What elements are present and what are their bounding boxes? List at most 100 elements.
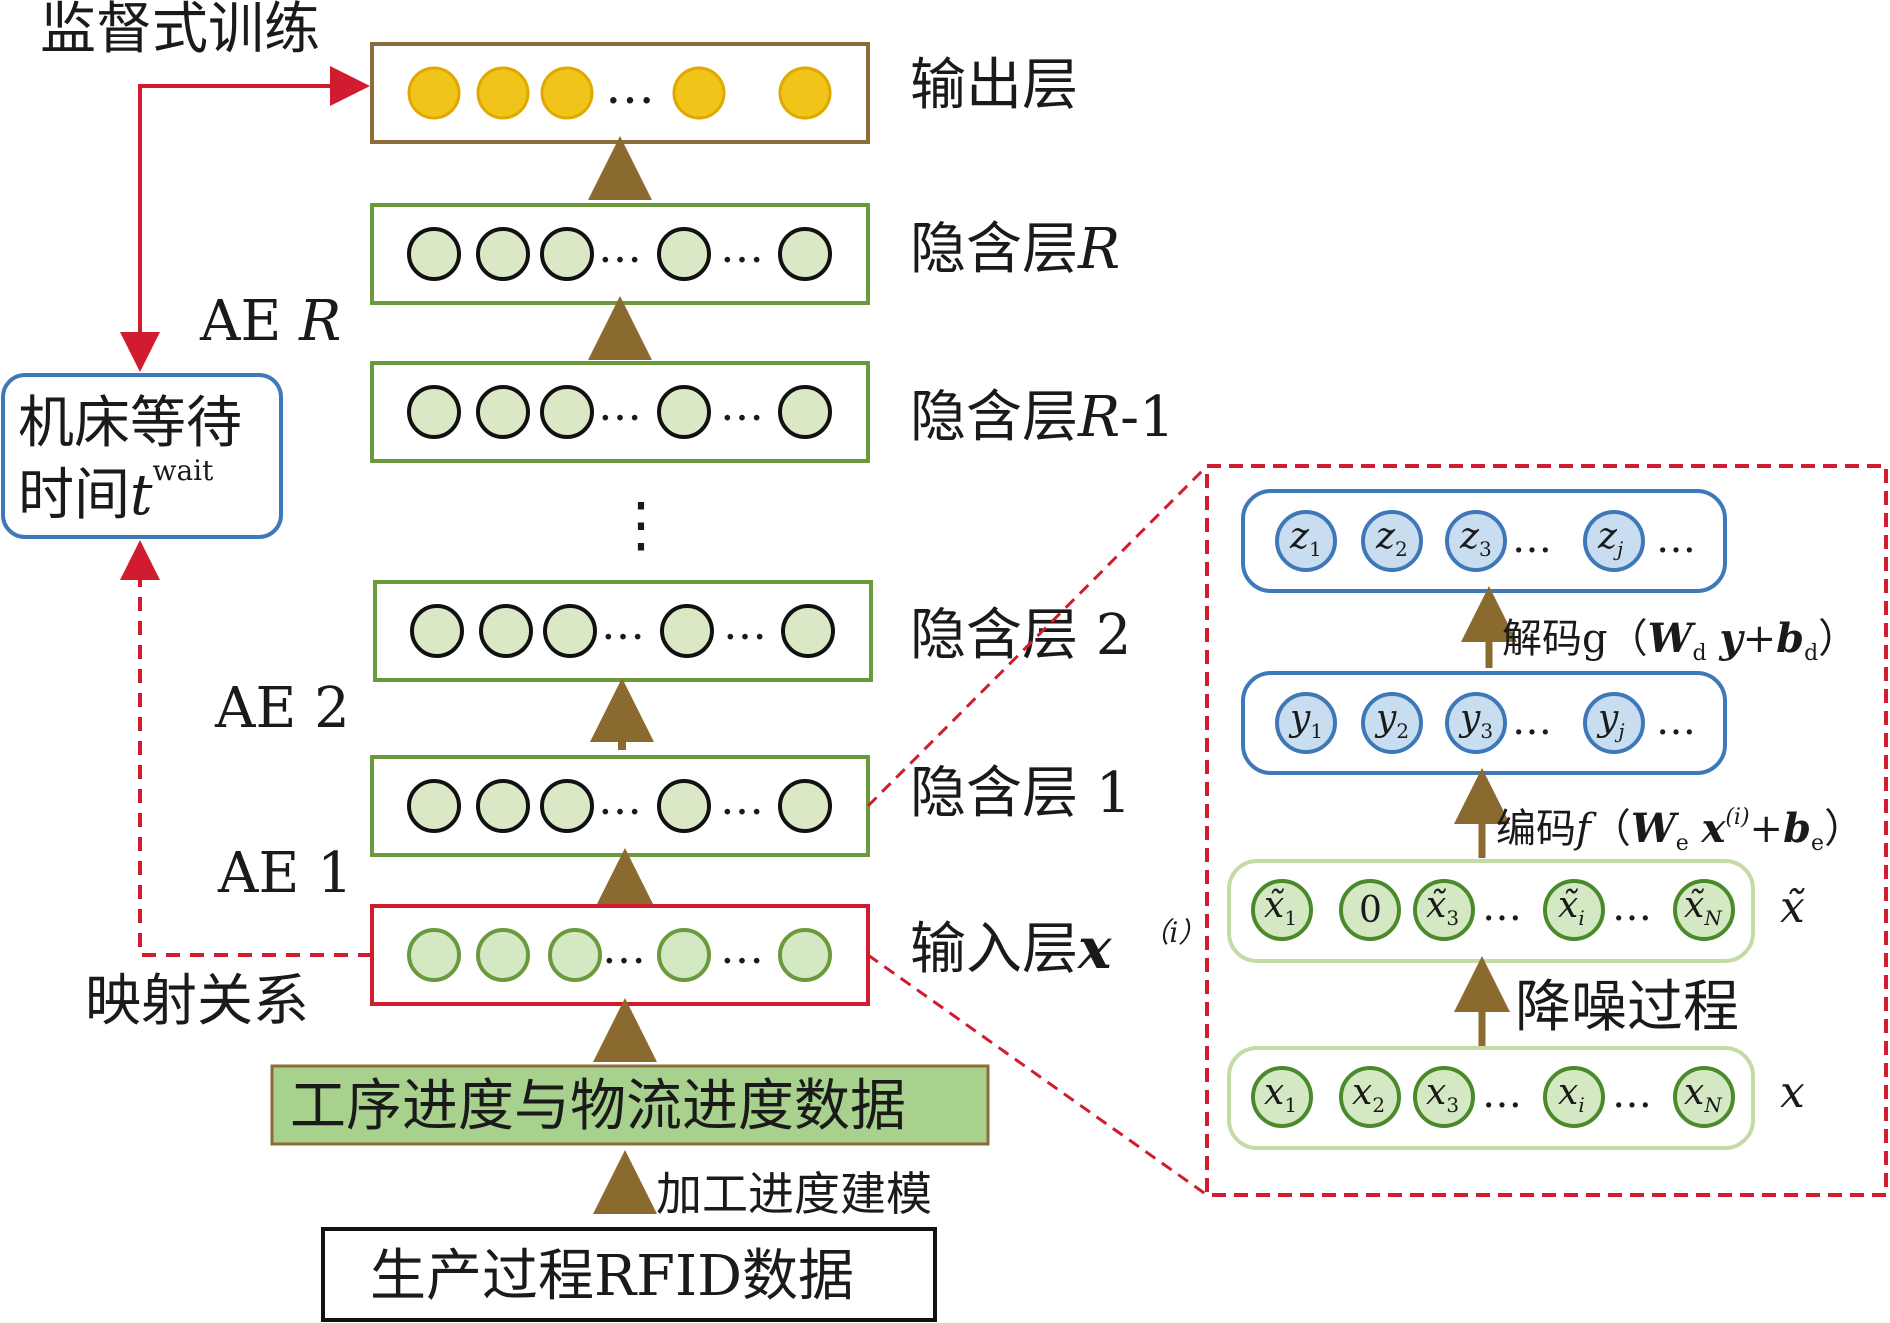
x-node-label: x1 [1264,1072,1297,1117]
x-node [1543,1066,1605,1128]
x-node-label: xN [1684,1072,1723,1117]
input-node [407,928,461,982]
zoom-line-bottom [867,953,1208,1197]
hidden-node [540,385,594,439]
ellipsis: … [720,923,764,974]
x-node [1339,1066,1401,1128]
z-nodes [1275,510,1645,572]
zoom-line-top [866,464,1209,808]
wait-time-line2: 时间twait [18,454,214,528]
ellipsis: … [598,380,642,431]
x-tilde-node-label: 0 [1359,890,1382,931]
y-nodes [1275,692,1645,754]
vertical-dots: ⋮ [611,490,671,560]
ellipsis: … [1656,516,1696,562]
ellipsis: … [1612,884,1652,930]
ellipsis: … [720,380,764,431]
ellipsis: … [1656,698,1696,744]
wait-time-line1: 机床等待 [18,391,242,456]
hidden-node [657,779,711,833]
y-node [1275,692,1337,754]
hidden-1-nodes [407,779,832,833]
x-nodes [1251,1066,1735,1128]
decode-label: 解码g（Wd y+bd） [1502,615,1858,666]
output-node [672,66,726,120]
output-node [476,66,530,120]
hidden-node [476,779,530,833]
hidden-node [407,385,461,439]
detail-panel [1205,464,1888,1197]
hidden-R1-nodes [407,385,832,439]
hidden-layer-R-label: 隐含层R [910,217,1120,282]
x-tilde-node-label: x̃3 [1426,885,1459,930]
y-node-label: y2 [1374,698,1409,743]
supervised-training-label: 监督式训练 [40,0,320,62]
z-node [1361,510,1423,572]
ae-R-label: AE R [199,289,341,354]
x-node-label: xi [1558,1072,1585,1117]
rfid-data-box [321,1227,937,1322]
mapping-label: 映射关系 [85,969,309,1034]
ellipsis: … [720,222,764,273]
x-tilde-label: x̃ [1780,882,1805,933]
output-node [407,66,461,120]
hidden-node [540,227,594,281]
process-data-box [270,1064,990,1146]
output-node [778,66,832,120]
input-node [778,928,832,982]
hidden-2-nodes [410,604,835,658]
z-node-label: z3 [1459,516,1492,561]
hidden-layer-R1-label: 隐含层R-1 [910,385,1175,450]
hidden-node [778,779,832,833]
hidden-node [476,385,530,439]
ellipsis: … [598,222,642,273]
x-label: x [1780,1067,1805,1118]
ellipsis: … [723,599,767,650]
x-tilde-node [1413,879,1475,941]
ae-1-label: AE 1 [217,841,353,906]
input-nodes [407,928,832,982]
y-node [1583,692,1645,754]
input-node [657,928,711,982]
ellipsis: … [602,923,646,974]
hidden-node [657,385,711,439]
encode-label: 编码f（We x(i)+be） [1496,805,1864,856]
x-node-label: x3 [1426,1072,1459,1117]
x-tilde-node-label: x̃1 [1264,885,1297,930]
output-layer-label: 输出层 [910,53,1078,118]
hidden-node [407,779,461,833]
z-node-label: zj [1597,516,1623,561]
y-node [1445,692,1507,754]
hidden-node [476,227,530,281]
x-tilde-node-label: x̃i [1558,885,1585,930]
z-node-label: z1 [1289,516,1322,561]
hidden-layer-2-label: 隐含层 2 [910,603,1131,668]
hidden-node [660,604,714,658]
x-tilde-node-label: x̃N [1684,885,1723,930]
x-tilde-node [1251,879,1313,941]
x-tilde-nodes [1251,879,1735,941]
z-node [1275,510,1337,572]
modeling-label: 加工进度建模 [656,1167,932,1221]
input-layer-label: 输入层x（i） [910,916,1206,982]
input-node [548,928,602,982]
output-ellipsis: … [605,57,655,115]
hidden-node [479,604,533,658]
hidden-node [778,227,832,281]
hidden-node [407,227,461,281]
x-node-label: x2 [1352,1072,1385,1117]
ellipsis: … [1512,516,1552,562]
hidden-node [540,779,594,833]
x-node [1413,1066,1475,1128]
y-node-label: y1 [1288,698,1323,743]
ellipsis: … [1612,1071,1652,1117]
x-tilde-node [1339,879,1401,941]
hidden-node [543,604,597,658]
z-node [1445,510,1507,572]
x-tilde-node [1673,879,1735,941]
denoise-label: 降噪过程 [1515,975,1739,1040]
z-node-label: z2 [1375,516,1408,561]
hidden-node [778,385,832,439]
process-data-label: 工序进度与物流进度数据 [290,1074,906,1139]
